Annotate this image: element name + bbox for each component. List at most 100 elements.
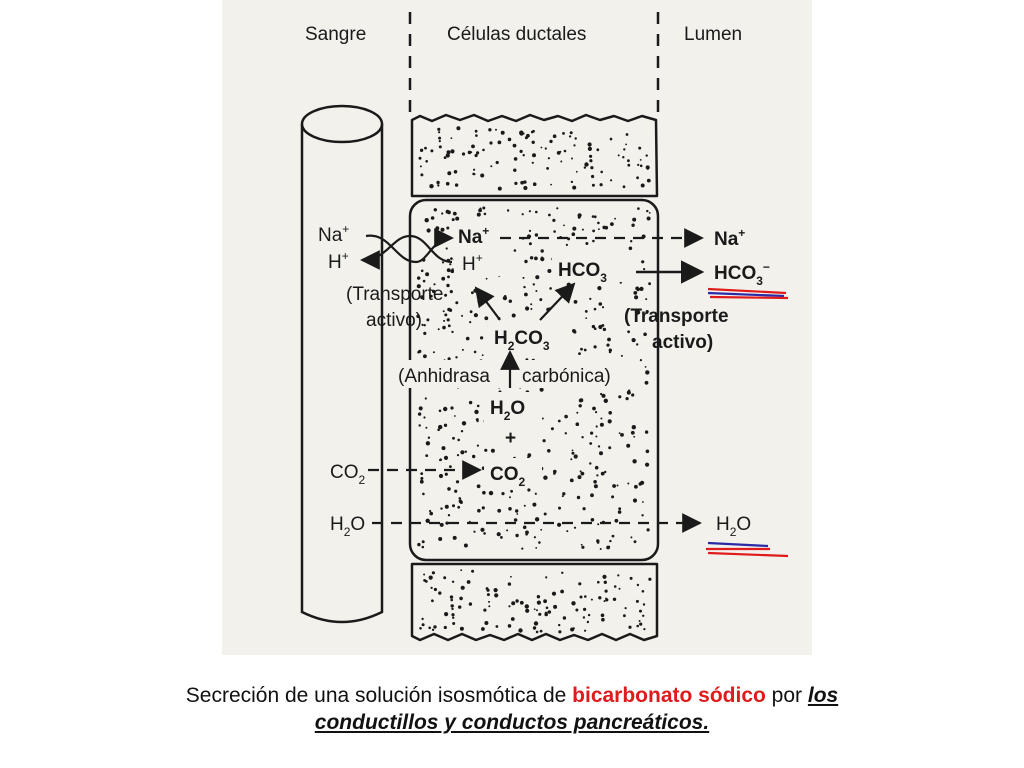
cytoplasm-dot (575, 170, 578, 173)
cytoplasm-dot (443, 156, 447, 160)
cytoplasm-dot (581, 545, 585, 549)
cytoplasm-dot (513, 168, 517, 172)
cytoplasm-dot (630, 536, 633, 539)
cytoplasm-dot (540, 146, 543, 149)
cytoplasm-dot (591, 215, 595, 218)
cytoplasm-dot (419, 148, 424, 152)
cytoplasm-dot (529, 256, 534, 260)
cytoplasm-dot (469, 321, 472, 324)
hco3-highlight-underline (707, 287, 789, 300)
cytoplasm-dot (536, 600, 542, 605)
cytoplasm-dot (598, 324, 603, 330)
cytoplasm-dot (438, 537, 443, 541)
cytoplasm-dot (485, 277, 488, 280)
cytoplasm-dot (595, 411, 598, 414)
cytoplasm-dot (443, 319, 446, 322)
cytoplasm-dot (587, 142, 592, 147)
cytoplasm-dot (639, 609, 642, 613)
cytoplasm-dot (443, 423, 448, 427)
cytoplasm-dot (538, 612, 542, 616)
cytoplasm-dot (618, 587, 621, 590)
cytoplasm-dot (534, 256, 538, 261)
cytoplasm-dot (484, 621, 489, 625)
cytoplasm-dot (582, 507, 586, 511)
cytoplasm-dot (593, 327, 597, 331)
cytoplasm-dot (444, 472, 448, 476)
cytoplasm-dot (608, 545, 611, 548)
cytoplasm-dot (614, 217, 616, 220)
cytoplasm-dot (450, 137, 453, 140)
header-blood: Sangre (305, 24, 366, 45)
cytoplasm-dot (577, 215, 581, 219)
cell-h2o-label: H2O (490, 398, 525, 423)
blood-h2o-label: H2O (330, 514, 365, 539)
cytoplasm-dot (620, 354, 623, 357)
cell-co2-label: CO2 (490, 464, 526, 489)
reaction-arrows (474, 282, 576, 388)
cytoplasm-dot (515, 533, 519, 538)
cytoplasm-dot (532, 283, 535, 286)
cytoplasm-dot (550, 427, 554, 431)
cytoplasm-dot (627, 482, 630, 485)
cytoplasm-dot (516, 513, 519, 515)
cytoplasm-dot (459, 626, 464, 631)
blood-co2-label: CO2 (330, 462, 366, 487)
cytoplasm-dot (429, 511, 434, 516)
cytoplasm-dot (472, 172, 475, 176)
cytoplasm-dot (591, 174, 595, 179)
cytoplasm-dot (417, 542, 421, 547)
cytoplasm-dot (439, 522, 444, 527)
cytoplasm-dot (531, 161, 534, 164)
cytoplasm-dot (486, 593, 490, 597)
cytoplasm-dot (507, 137, 512, 142)
cytoplasm-dot (595, 425, 598, 428)
cytoplasm-dot (592, 229, 595, 233)
cytoplasm-dot (584, 629, 587, 632)
cytoplasm-dot (616, 484, 619, 487)
cytoplasm-dot (473, 313, 478, 318)
cytoplasm-dot (519, 130, 524, 135)
figure-caption: Secreción de una solución isosmótica de … (60, 682, 964, 736)
cytoplasm-dot (641, 260, 645, 264)
cytoplasm-dot (637, 207, 640, 210)
cytoplasm-dot (484, 316, 489, 321)
cytoplasm-dot (618, 507, 622, 511)
cytoplasm-dot (575, 608, 579, 612)
cytoplasm-dot (562, 616, 567, 620)
cytoplasm-dot (514, 181, 518, 185)
cytoplasm-dot (544, 612, 548, 617)
cytoplasm-dot (450, 257, 453, 260)
cytoplasm-dot (521, 213, 524, 216)
cytoplasm-dot (447, 275, 450, 279)
cell-h-label: H+ (462, 251, 483, 275)
cytoplasm-dot (425, 426, 428, 429)
cytoplasm-dot (518, 628, 523, 633)
cytoplasm-dot (562, 492, 566, 496)
cytoplasm-dot (461, 152, 466, 156)
cytoplasm-dot (476, 404, 480, 408)
cytoplasm-dot (625, 143, 627, 146)
cytoplasm-dot (443, 455, 449, 460)
cytoplasm-dot (636, 583, 640, 587)
cytoplasm-dot (438, 140, 441, 143)
cytoplasm-dot (429, 184, 434, 189)
cytoplasm-dot (612, 484, 616, 488)
cytoplasm-dot (455, 356, 458, 359)
cytoplasm-dot (587, 613, 591, 617)
cytoplasm-dot (589, 297, 592, 300)
cytoplasm-dot (488, 490, 494, 496)
cytoplasm-dot (600, 613, 605, 618)
cytoplasm-dot (525, 533, 528, 536)
cytoplasm-dot (589, 159, 593, 163)
cytoplasm-dot (536, 609, 538, 612)
cytoplasm-dot (533, 536, 537, 539)
cytoplasm-dot (476, 151, 480, 155)
cytoplasm-dot (482, 206, 486, 210)
cytoplasm-dot (572, 185, 577, 190)
cytoplasm-dot (443, 576, 447, 580)
cytoplasm-dot (446, 283, 450, 288)
cytoplasm-dot (574, 137, 577, 140)
cytoplasm-dot (460, 430, 464, 433)
cytoplasm-dot (569, 478, 574, 483)
cytoplasm-dot (553, 472, 556, 475)
